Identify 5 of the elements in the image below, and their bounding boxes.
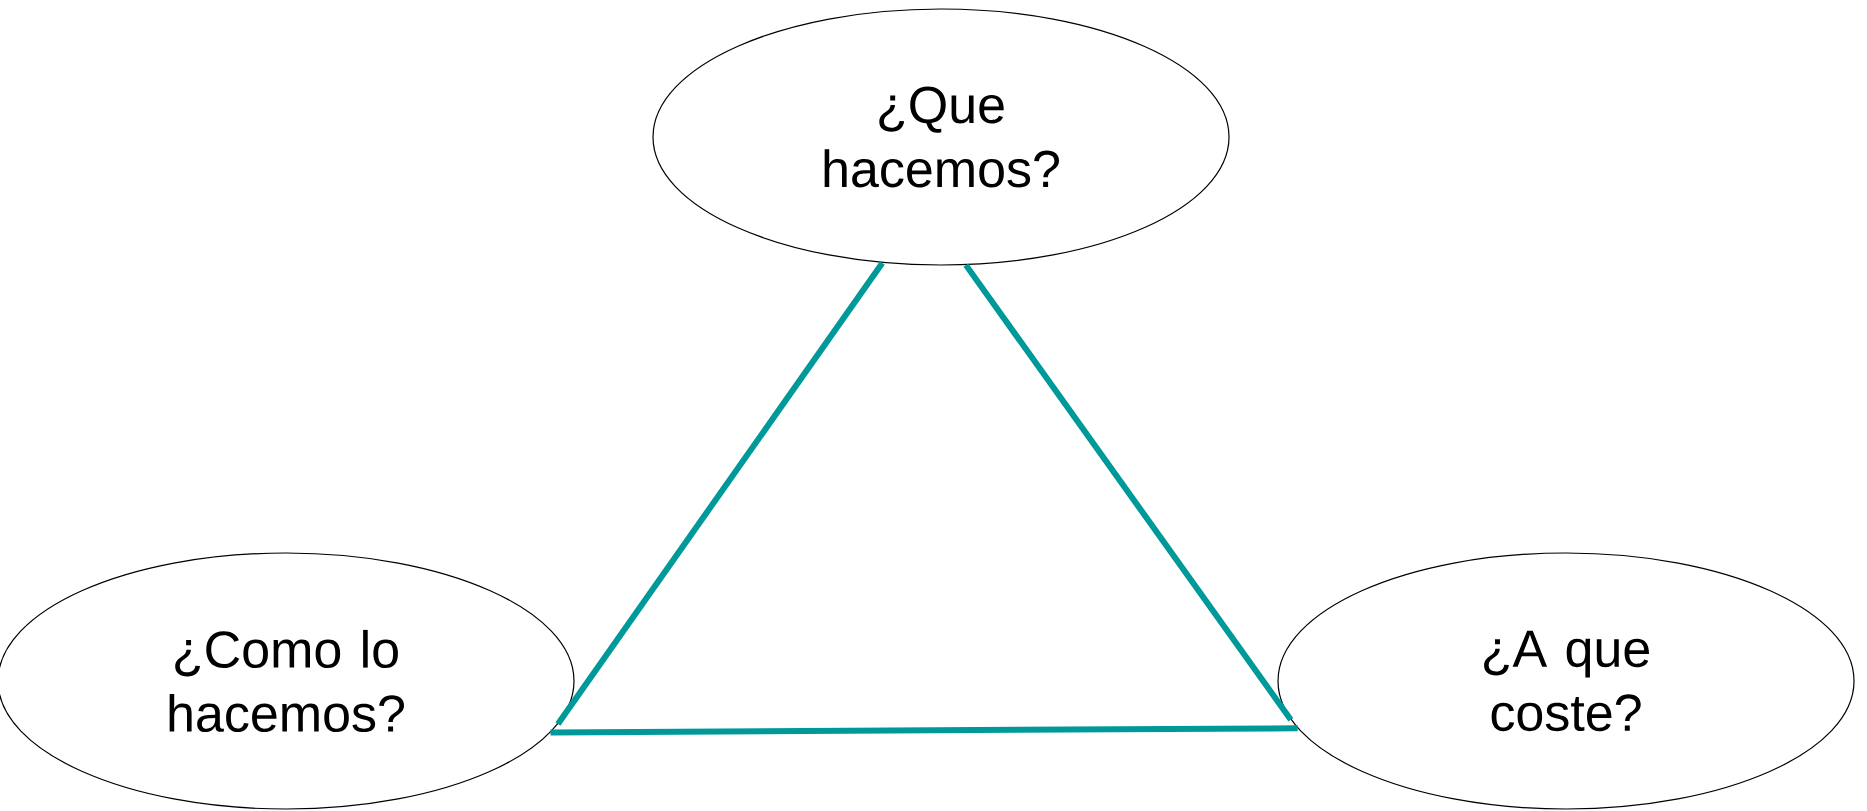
connector-line <box>963 263 1294 722</box>
ellipse-node: ¿A que coste? <box>1277 552 1855 810</box>
connector-line <box>550 725 1298 736</box>
ellipse-node: ¿Que hacemos? <box>652 8 1230 266</box>
connector-line <box>555 261 885 726</box>
